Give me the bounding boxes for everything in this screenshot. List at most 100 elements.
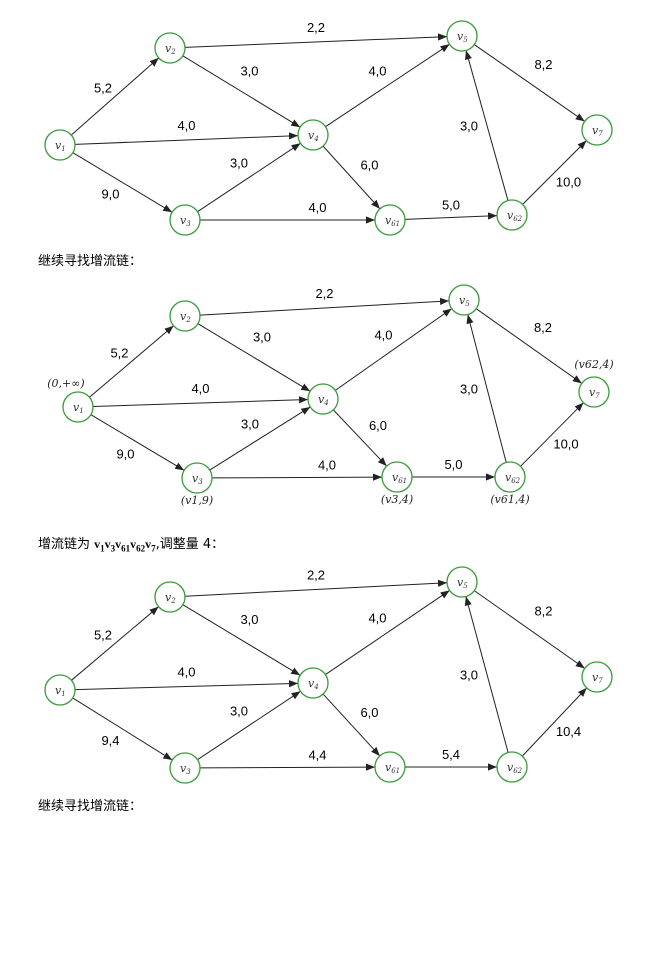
node-label: v1 — [55, 139, 66, 153]
node-tag-v1: (0,+∞) — [47, 377, 84, 390]
edge-v3-v61 — [199, 763, 376, 771]
node-v5: v5 — [446, 566, 478, 598]
edge-label: 3,0 — [460, 382, 478, 397]
network-diagram-initial: 5,24,09,02,23,03,04,04,06,05,03,08,210,0… — [44, 20, 613, 236]
edge-v3-v4 — [197, 142, 301, 213]
edge-v1-v2 — [70, 57, 160, 136]
edge-label: 4,0 — [368, 64, 386, 79]
edge-v2-v5 — [184, 33, 448, 48]
edge-label: 5,2 — [110, 346, 128, 361]
node-label: v7 — [589, 386, 600, 400]
edge-v1-v4 — [74, 680, 299, 691]
edge-v62-v7 — [520, 402, 584, 467]
node-label: v4 — [308, 677, 319, 691]
edge-label: 8,2 — [534, 604, 552, 619]
edge-v4-v5 — [325, 43, 450, 128]
node-label: v3 — [180, 762, 191, 776]
edge-v4-v5 — [334, 308, 453, 391]
node-label: v4 — [318, 393, 329, 407]
node-v7: v7 — [581, 114, 613, 146]
node-tag-v62: (v61,4) — [490, 493, 529, 506]
edge-v5-v7 — [475, 308, 583, 384]
node-v1: v1 — [44, 129, 76, 161]
node-label: v5 — [457, 576, 468, 590]
node-v7: v7 — [578, 376, 610, 408]
edge-v1-v3 — [72, 152, 173, 213]
edge-v2-v5 — [184, 579, 448, 597]
edge-v2-v4 — [182, 604, 301, 676]
node-v4: v4 — [297, 119, 329, 151]
network-diagram-labeled: 5,2 4,0 9,0 2,2 3,0 3,0 4,0 4,0 6,0 5,0 3,0 8,2 10,0… — [47, 284, 614, 507]
edge-label: 4,0 — [374, 328, 392, 343]
node-v62: v62 — [494, 461, 526, 493]
edge-v3-v61 — [211, 473, 383, 481]
node-v3: v3 — [181, 462, 213, 494]
edge-label: 10,4 — [556, 724, 581, 739]
node-v7: v7 — [581, 661, 613, 693]
edge-label: 4,0 — [318, 458, 336, 473]
node-label: v2 — [165, 42, 176, 56]
edge-label: 3,0 — [241, 417, 259, 432]
node-v2: v2 — [169, 300, 201, 332]
edge-v61-v62 — [404, 212, 498, 220]
edge-v1-v2 — [89, 325, 174, 398]
edge-label: 5,2 — [94, 628, 112, 643]
node-v4: v4 — [297, 667, 329, 699]
edge-label: 9,4 — [101, 733, 119, 748]
node-v4: v4 — [307, 383, 339, 415]
edge-label: 10,0 — [556, 175, 581, 190]
edge-v4-v61 — [322, 693, 381, 757]
edge-label: 6,0 — [360, 705, 378, 720]
edge-label: 3,0 — [460, 119, 478, 134]
network-diagram-adjusted: 5,24,09,42,23,03,04,44,06,05,43,08,210,4… — [44, 566, 613, 784]
edge-label: 2,2 — [307, 20, 325, 35]
node-label: v2 — [180, 310, 191, 324]
continue-search-text-2: 继续寻找增流链： — [38, 799, 143, 814]
edge-label: 4,0 — [308, 200, 326, 215]
edge-v62-v7 — [521, 687, 588, 757]
node-label: v2 — [165, 591, 176, 605]
node-label: v5 — [459, 294, 470, 308]
node-label: v5 — [457, 30, 468, 44]
node-v2: v2 — [154, 581, 186, 613]
edge-label: 8,2 — [534, 57, 552, 72]
node-v5: v5 — [446, 20, 478, 52]
edge-v5-v7 — [473, 590, 586, 669]
edge-v2-v4 — [197, 323, 311, 392]
edge-label: 3,0 — [240, 64, 258, 79]
node-tag-v7: (v62,4) — [574, 358, 613, 371]
node-v2: v2 — [154, 32, 186, 64]
edge-label: 3,0 — [240, 612, 258, 627]
edge-v2-v4 — [182, 55, 301, 128]
edge-label: 4,0 — [177, 118, 195, 133]
node-v1: v1 — [44, 674, 76, 706]
edge-v62-v5 — [464, 50, 509, 201]
node-v1: v1 — [62, 391, 94, 423]
edge-label: 4,0 — [177, 665, 195, 680]
edge-label: 3,0 — [253, 330, 271, 345]
edge-label: 9,0 — [116, 447, 134, 462]
node-label: v3 — [192, 472, 203, 486]
node-v3: v3 — [169, 204, 201, 236]
edge-v1-v4 — [92, 396, 309, 408]
edge-label: 5,0 — [444, 457, 462, 472]
augmenting-chain-text: 增流链为 v1v3v61v62v7,调整量 4： — [38, 533, 224, 553]
node-label: v7 — [592, 671, 603, 685]
edge-label: 4,4 — [308, 748, 326, 763]
edge-v62-v5 — [464, 596, 509, 753]
node-label: v7 — [592, 124, 603, 138]
edge-label: 5,4 — [442, 747, 460, 762]
node-v5: v5 — [448, 284, 480, 316]
edge-v4-v61 — [322, 145, 381, 210]
edge-label: 4,0 — [191, 381, 209, 396]
edge-label: 10,0 — [553, 437, 578, 452]
edge-label: 8,2 — [534, 320, 552, 335]
edge-label: 6,0 — [369, 418, 387, 433]
chain-path: v1v3v61v62v7 — [94, 537, 156, 554]
edge-v62-v5 — [466, 314, 507, 463]
edge-label: 2,2 — [315, 286, 333, 301]
node-v3: v3 — [169, 752, 201, 784]
edge-label: 5,2 — [94, 81, 112, 96]
node-v62: v62 — [496, 751, 528, 783]
edge-label: 2,2 — [307, 568, 325, 583]
